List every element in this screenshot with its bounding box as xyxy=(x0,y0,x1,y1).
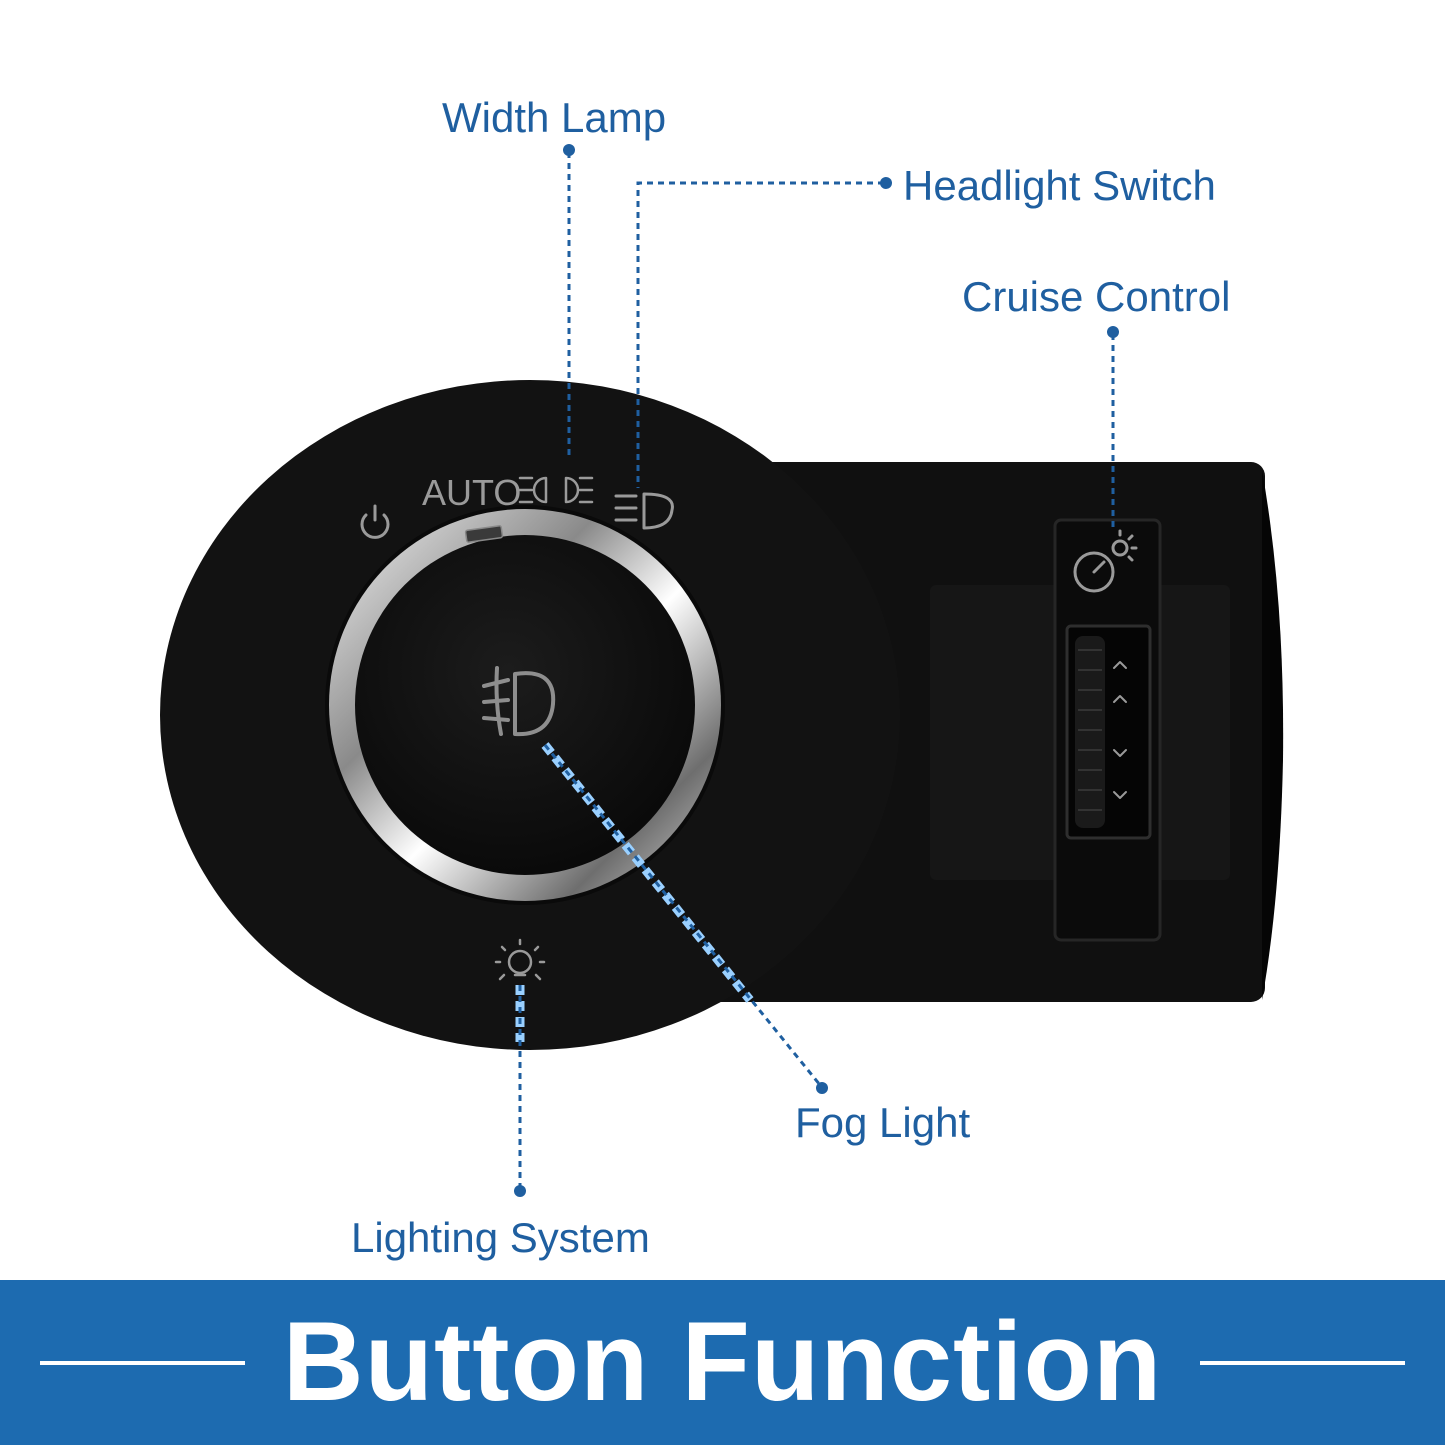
headlight-icon xyxy=(614,492,674,530)
cruise-thumbwheel xyxy=(1075,636,1105,828)
banner-rule-left xyxy=(40,1361,245,1365)
headlight-knob[interactable] xyxy=(325,505,725,905)
banner-rule-right xyxy=(1200,1361,1405,1365)
thumbwheel-ridges-icon xyxy=(1078,649,1102,811)
callout-headlight-switch: Headlight Switch xyxy=(903,162,1216,209)
width-lamp-icon xyxy=(518,476,594,504)
cruise-arrows-icon xyxy=(1113,661,1127,799)
callout-lighting-system: Lighting System xyxy=(351,1214,650,1261)
power-off-icon xyxy=(360,504,390,539)
headlight-switch-leader-dot xyxy=(880,177,892,189)
banner-title: Button Function xyxy=(282,1299,1163,1424)
fog-light-leader xyxy=(543,744,822,1086)
fog-light-icon xyxy=(482,666,556,737)
knob-indicator-notch xyxy=(464,525,504,543)
housing-side-edge xyxy=(1262,470,1284,1000)
width-lamp-leader-dot xyxy=(563,144,575,156)
callout-width-lamp: Width Lamp xyxy=(442,94,667,141)
lighting-system-icon xyxy=(494,938,546,981)
lighting-system-leader-dot xyxy=(514,1185,526,1197)
leader-lines xyxy=(514,144,1119,1197)
dashboard-dimmer-icon xyxy=(1073,529,1138,593)
cruise-control-module[interactable] xyxy=(1053,518,1162,942)
cruise-control-leader-dot xyxy=(1107,326,1119,338)
callout-fog-light: Fog Light xyxy=(795,1099,971,1146)
headlight-switch-leader xyxy=(636,181,884,488)
callout-cruise-control: Cruise Control xyxy=(962,273,1231,320)
knob-face xyxy=(355,535,695,875)
fog-light-leader-highlight xyxy=(541,742,754,1003)
fog-light-leader-dot xyxy=(816,1082,828,1094)
